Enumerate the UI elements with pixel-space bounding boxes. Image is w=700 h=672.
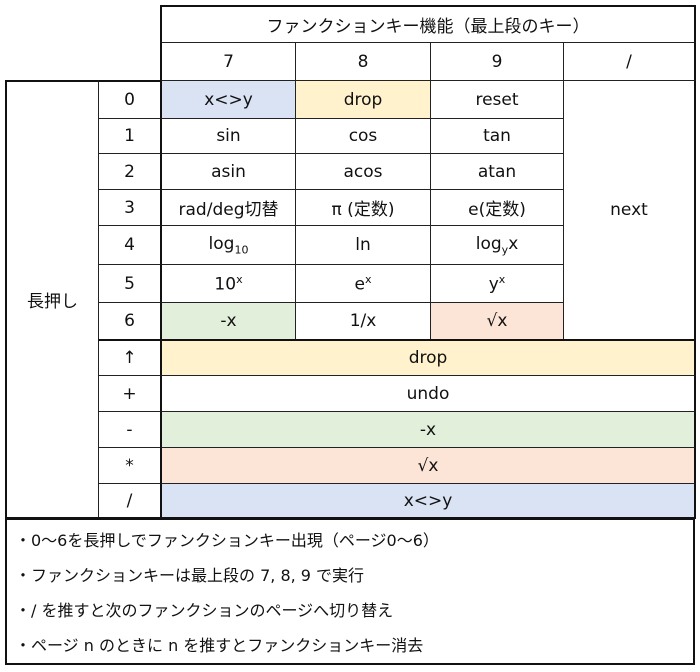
note-1: ・0〜6を長押しでファンクションキー出現（ページ0〜6） [15,531,439,550]
page-5-f7-label: 10x [214,272,243,295]
page-6-f8: 1/x [295,302,431,340]
page-5-f8: ex [295,264,431,303]
long-press-label: 長押し [5,80,99,519]
page-2-f9: atan [430,153,564,190]
op-key-slash: / [98,483,161,519]
page-1-f7: sin [160,118,296,154]
page-4-f8: ln [295,225,431,265]
page-key-3: 3 [98,189,161,226]
page-3-f7: rad/deg切替 [160,189,296,226]
page-1-f8: cos [295,118,431,154]
op-key-multiply: * [98,447,161,484]
page-key-0: 0 [98,80,161,119]
page-5-f8-label: ex [354,272,372,295]
note-4: ・ページ n のときに n を推すとファンクションキー消去 [15,636,424,655]
page-5-f9: yx [430,264,564,303]
page-0-f8: drop [295,80,431,119]
op-plus: undo [160,375,696,412]
page-4-f7-label: log10 [208,233,249,257]
op-key-up: ↑ [98,339,161,376]
page-4-f9: logyx [430,225,564,265]
op-multiply: √x [160,447,696,484]
page-0-f7: x<>y [160,80,296,119]
page-3-f8: π (定数) [295,189,431,226]
page-2-f7: asin [160,153,296,190]
header-col-9: 9 [430,42,564,81]
page-key-6: 6 [98,302,161,340]
page-5-f7: 10x [160,264,296,303]
next-cell: next [563,80,696,340]
page-6-f9: √x [430,302,564,340]
op-key-minus: - [98,411,161,448]
header-col-7: 7 [160,42,296,81]
page-3-f9: e(定数) [430,189,564,226]
page-key-4: 4 [98,225,161,265]
page-4-f9-label: logyx [475,233,519,257]
header-col-slash: / [563,42,696,81]
header-col-8: 8 [295,42,431,81]
op-key-plus: + [98,375,161,412]
notes-box: ・0〜6を長押しでファンクションキー出現（ページ0〜6） ・ファンクションキーは… [5,518,695,665]
op-minus: -x [160,411,696,448]
op-slash: x<>y [160,483,696,519]
page-key-2: 2 [98,153,161,190]
op-up: drop [160,339,696,376]
page-0-f9: reset [430,80,564,119]
page-5-f9-label: yx [488,272,506,295]
note-3: ・/ を推すと次のファンクションのページへ切り替え [15,601,394,620]
page-key-5: 5 [98,264,161,303]
page-6-f7: -x [160,302,296,340]
note-2: ・ファンクションキーは最上段の 7, 8, 9 で実行 [15,566,365,585]
header-title: ファンクションキー機能（最上段のキー） [160,5,696,43]
page-1-f9: tan [430,118,564,154]
page-4-f7: log10 [160,225,296,265]
page-2-f8: acos [295,153,431,190]
page-key-1: 1 [98,118,161,154]
